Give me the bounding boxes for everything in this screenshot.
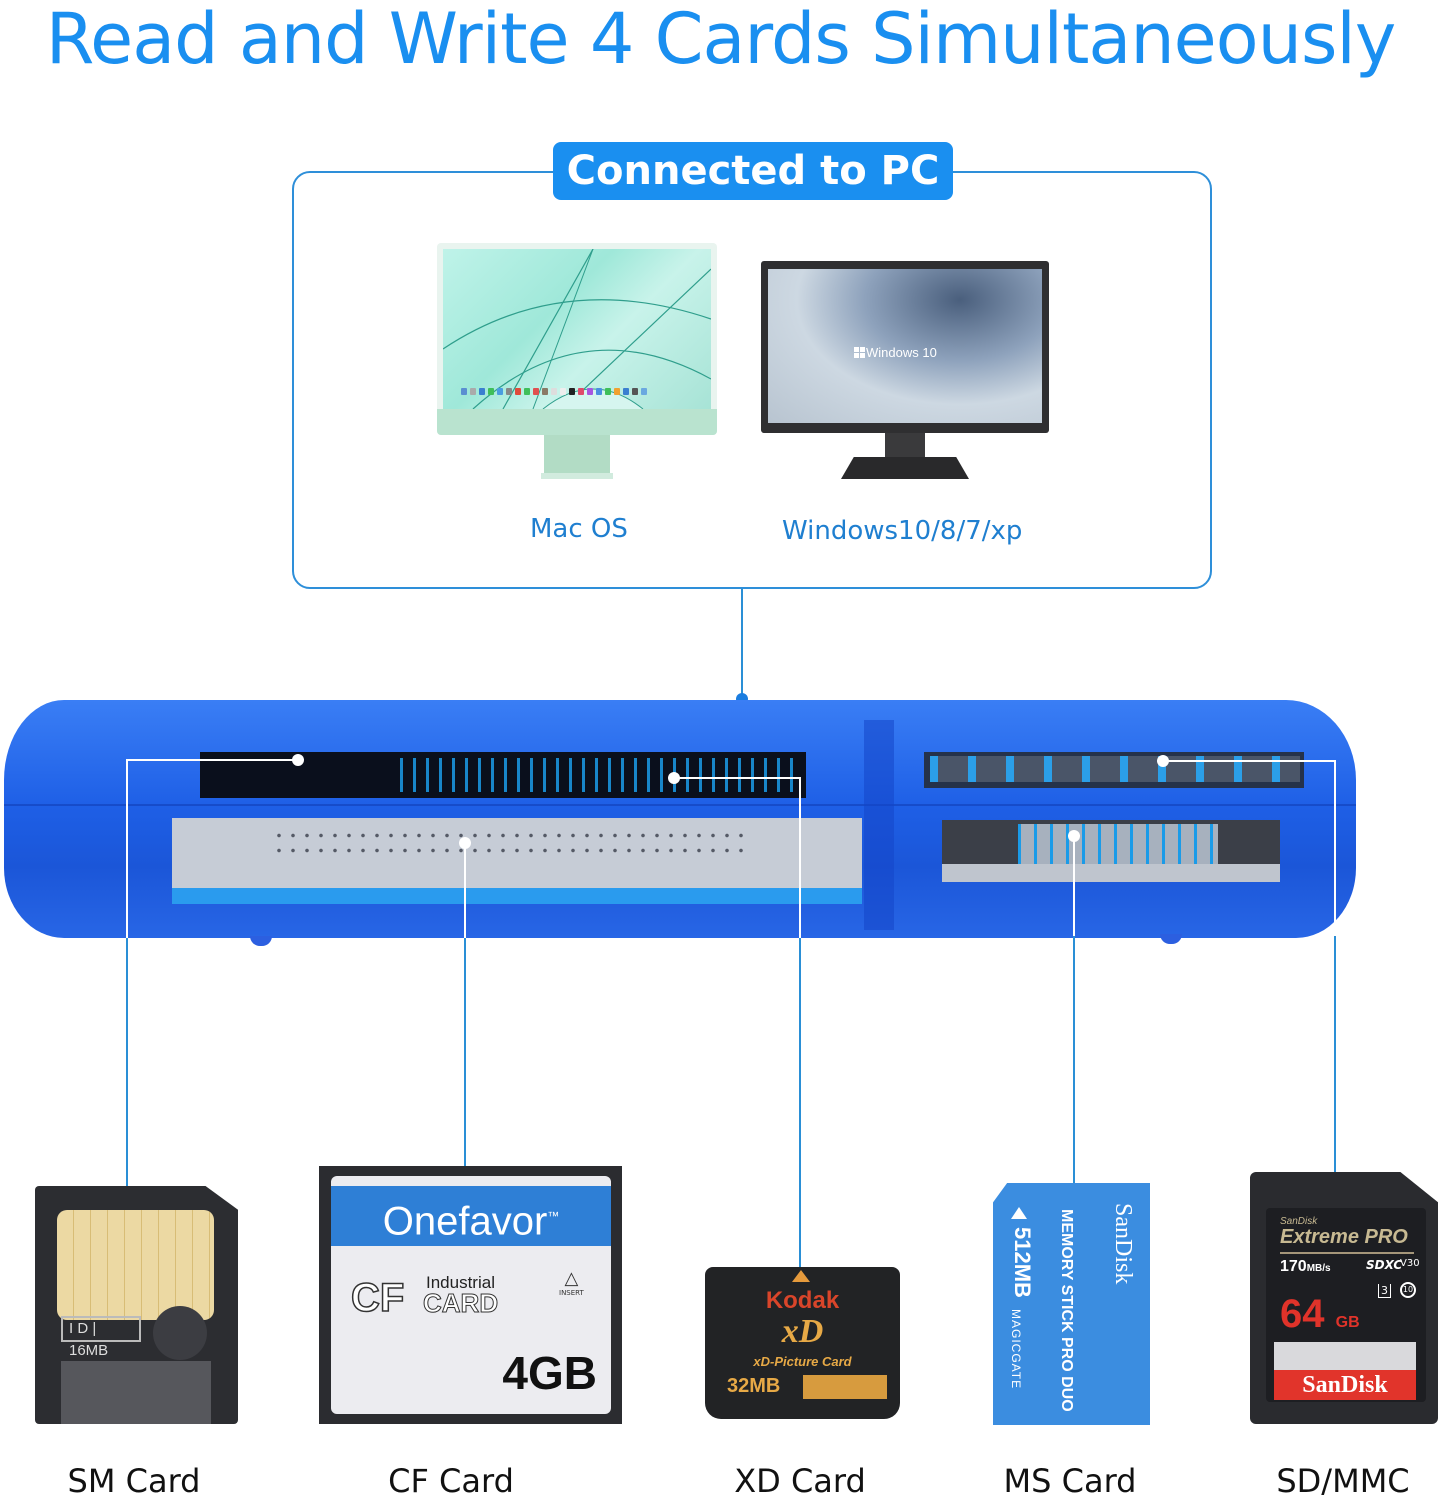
sd-capacity: 64 GB <box>1280 1292 1360 1336</box>
u3-icon: 3 <box>1378 1284 1391 1298</box>
sm-leader-horizontal <box>126 759 298 761</box>
cf-card-word: CARD <box>422 1288 499 1319</box>
v30-icon: V30 <box>1400 1258 1420 1269</box>
insert-arrow-icon: △INSERT <box>559 1268 584 1297</box>
sm-card: I D | 16MB <box>35 1186 238 1424</box>
sm-card-pad <box>61 1361 211 1424</box>
class10-icon: 10 <box>1400 1282 1416 1298</box>
cf-card-brand: Onefavor™ <box>331 1186 611 1246</box>
connected-to-pc-badge: Connected to PC <box>553 142 953 200</box>
card-reader-device <box>4 700 1356 938</box>
imac-stand <box>544 435 610 475</box>
cf-card: Onefavor™ CF Industrial CARD △INSERT 4GB <box>319 1166 622 1424</box>
cf-card-label: CF Card <box>388 1462 514 1500</box>
ms-card-label: MS Card <box>1003 1462 1137 1500</box>
imac-foot <box>541 473 613 479</box>
reader-seam <box>4 804 1356 806</box>
reader-foot-left <box>250 936 272 946</box>
imac-wallpaper <box>443 249 711 409</box>
monitor-screen: Windows 10 <box>768 269 1042 423</box>
sd-leader-vertical-white <box>1334 760 1336 936</box>
ms-product: MEMORY STICK PRO DUO <box>1058 1209 1075 1412</box>
sd-card: SanDisk Extreme PRO 170MB/s SDXC V30 3 1… <box>1250 1172 1438 1424</box>
windows-screen-text: Windows 10 <box>866 345 937 360</box>
sm-card-chip <box>57 1210 214 1320</box>
insert-triangle-icon <box>792 1270 810 1282</box>
ms-magicgate: MAGICGATE <box>1009 1309 1023 1390</box>
xd-contact-pad <box>803 1375 887 1399</box>
monitor-base <box>841 457 969 479</box>
ms-leader-vertical-white <box>1073 836 1075 936</box>
pc-connector-line <box>741 589 743 699</box>
reader-divider <box>864 720 894 930</box>
xd-brand: Kodak <box>765 1287 840 1314</box>
xd-leader-vertical-white <box>799 777 801 938</box>
insert-triangle-icon <box>1011 1207 1027 1219</box>
sd-brand: SanDisk <box>1274 1370 1416 1400</box>
xd-logo: xD <box>781 1313 824 1350</box>
imac-chin <box>437 409 717 435</box>
xd-leader-vertical <box>799 938 801 1268</box>
sd-slot <box>924 752 1304 788</box>
cf-leader-vertical <box>464 938 466 1166</box>
sdxc-icon: SDXC <box>1366 1258 1403 1272</box>
windows-os-label: Windows10/8/7/xp <box>782 516 1023 546</box>
sm-card-id-box: I D | 16MB <box>61 1316 141 1359</box>
cf-card-label-sticker: Onefavor™ CF Industrial CARD △INSERT 4GB <box>331 1176 611 1414</box>
monitor-neck <box>885 433 925 459</box>
cf-leader-vertical-white <box>464 843 466 938</box>
sd-rule <box>1280 1252 1414 1254</box>
cf-logo: CF <box>350 1275 405 1321</box>
imac-screen <box>443 249 711 409</box>
ms-card: 512MB MAGICGATE MEMORY STICK PRO DUO San… <box>993 1183 1150 1425</box>
sd-card-label-sticker: SanDisk Extreme PRO 170MB/s SDXC V30 3 1… <box>1266 1208 1426 1402</box>
cf-pins <box>272 828 752 858</box>
sm-card-label: SM Card <box>67 1462 201 1500</box>
sm-xd-slot <box>200 752 806 798</box>
windows-logo-icon <box>854 347 865 358</box>
connected-to-pc-frame <box>292 171 1212 589</box>
sd-brand-small: SanDisk <box>1280 1216 1318 1227</box>
ms-brand: SanDisk <box>1110 1203 1136 1285</box>
xd-card-label: XD Card <box>734 1462 866 1500</box>
windows-monitor-illustration: Windows 10 <box>761 261 1049 481</box>
cf-industrial-text: Industrial <box>426 1273 495 1292</box>
ms-slot <box>942 820 1280 882</box>
ms-leader-vertical <box>1073 936 1075 1184</box>
mac-os-label: Mac OS <box>530 514 628 544</box>
sm-leader-dot <box>292 754 304 766</box>
xd-subtitle: xD-Picture Card <box>753 1354 852 1369</box>
sm-leader-vertical <box>126 938 128 1186</box>
sd-leader-vertical <box>1334 936 1336 1172</box>
cf-slot <box>172 818 862 888</box>
xd-leader-horizontal <box>674 777 801 779</box>
xd-capacity: 32MB <box>727 1375 781 1397</box>
macos-dock <box>461 388 693 396</box>
sd-write-area <box>1274 1342 1416 1370</box>
sm-card-circle <box>153 1306 207 1360</box>
sd-speed: 170MB/s <box>1280 1258 1331 1275</box>
reader-foot-right <box>1160 934 1182 944</box>
sd-card-label: SD/MMC <box>1276 1462 1410 1500</box>
cf-capacity: 4GB <box>502 1347 597 1399</box>
xd-card: Kodak xD xD-Picture Card 32MB <box>705 1267 900 1419</box>
ms-capacity: 512MB <box>1010 1227 1035 1298</box>
cf-slot-base <box>172 888 862 904</box>
imac-illustration <box>437 243 717 480</box>
sd-product: Extreme PRO <box>1280 1226 1408 1248</box>
page-title: Read and Write 4 Cards Simultaneously <box>45 0 1397 80</box>
sd-leader-horizontal <box>1163 760 1336 762</box>
